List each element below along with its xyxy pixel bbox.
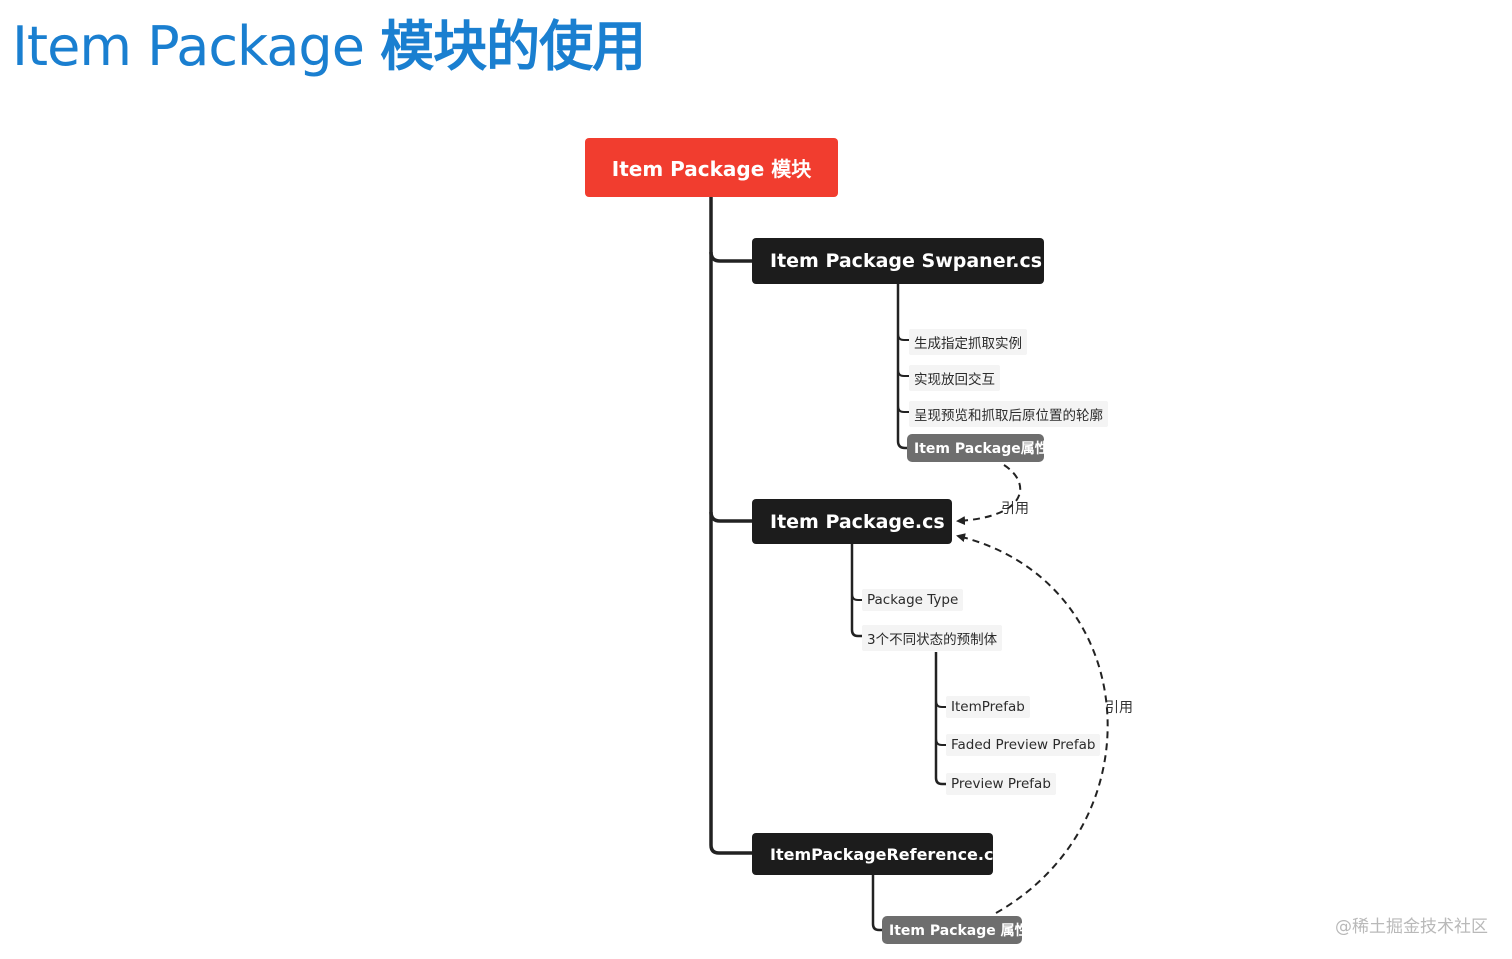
item-package-child-2: 3个不同状态的预制体 (862, 625, 1003, 651)
ref-label-side: 引用 (1105, 700, 1133, 716)
spawner-child-trunk (896, 284, 910, 450)
reference-child-line (871, 875, 883, 932)
reference-node-label: ItemPackageReference.cs (770, 844, 1003, 864)
slide-title-latin: Item Package (12, 15, 381, 78)
spawner-child-2: 实现放回交互 (909, 365, 1000, 391)
branch-spawner (709, 251, 752, 263)
watermark: @稀土掘金技术社区 (1335, 917, 1488, 937)
ref-arrow-side (956, 533, 1109, 914)
item-package-child-1: Package Type (862, 589, 964, 611)
spawner-child-1 (897, 333, 910, 341)
ref-arrow-top (956, 464, 1022, 526)
prefab-item-2: Faded Preview Prefab (946, 734, 1101, 756)
prefab-item-3: Preview Prefab (946, 773, 1056, 795)
spawner-attribute-label: Item Package属性 (914, 441, 1049, 457)
ref-label-top: 引用 (1001, 501, 1029, 517)
spawner-child-3 (897, 405, 910, 413)
reference-attribute-label: Item Package 属性 (889, 923, 1029, 939)
item-package-child-trunk (850, 544, 863, 638)
item-package-node-label: Item Package.cs (770, 510, 945, 533)
prefab-child-1 (935, 700, 947, 708)
spawner-attribute-node: Item Package属性 (907, 434, 1049, 462)
slide-title-cjk: 模块的使用 (380, 15, 646, 78)
spawner-child-2 (897, 369, 910, 377)
spawner-node-label: Item Package Swpaner.cs (770, 250, 1043, 272)
item-package-node: Item Package.cs (752, 499, 952, 544)
prefab-child-2 (935, 738, 947, 746)
root-node-label: Item Package 模块 (611, 157, 812, 181)
spawner-child-1: 生成指定抓取实例 (909, 329, 1027, 355)
slide-title: Item Package 模块的使用 (12, 2, 646, 81)
prefab-item-1: ItemPrefab (946, 696, 1030, 718)
trunk-line (709, 197, 752, 855)
spawner-child-3: 呈现预览和抓取后原位置的轮廓 (909, 401, 1108, 427)
root-node: Item Package 模块 (585, 138, 838, 197)
reference-node: ItemPackageReference.cs (752, 833, 1003, 875)
spawner-node: Item Package Swpaner.cs (752, 238, 1044, 284)
reference-attribute-node: Item Package 属性 (882, 916, 1029, 944)
item-package-child-1 (851, 593, 863, 601)
prefab-child-trunk (934, 652, 947, 786)
branch-item-package (709, 511, 752, 523)
